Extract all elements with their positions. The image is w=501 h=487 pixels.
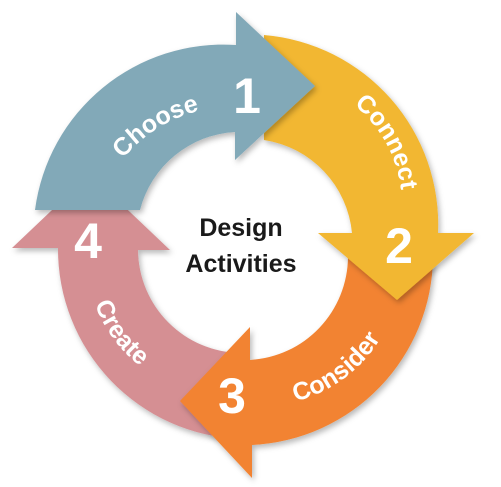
step-number-1: 1 <box>233 68 261 124</box>
step-number-2: 2 <box>385 218 413 274</box>
center-title-line-2: Activities <box>185 250 296 278</box>
center-title-line-1: Design <box>199 214 282 242</box>
create-arrow <box>12 174 241 439</box>
step-create: 4 Create <box>12 174 241 439</box>
step-choose: 1 Choose <box>35 12 315 210</box>
center-label: Design Activities <box>185 214 296 278</box>
step-number-4: 4 <box>74 213 102 269</box>
choose-arrow <box>35 12 315 210</box>
consider-arrow <box>180 257 433 478</box>
connect-arrow <box>264 35 474 300</box>
step-number-3: 3 <box>218 368 246 424</box>
